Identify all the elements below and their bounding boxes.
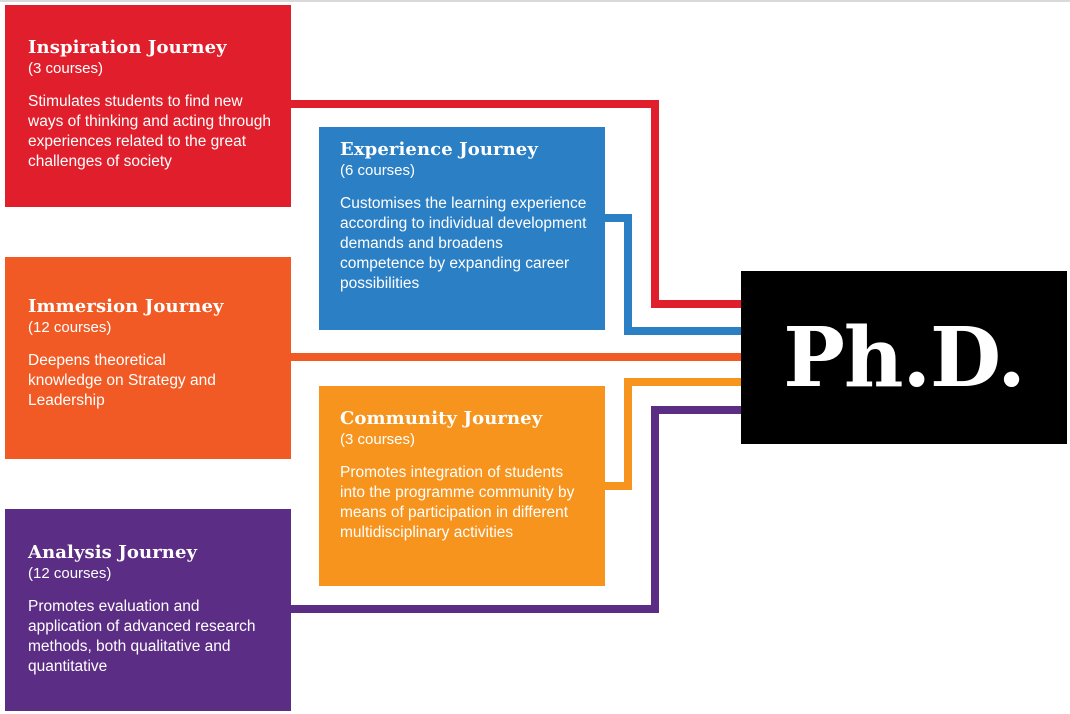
analysis-journey-box: Analysis Journey (12 courses) Promotes e… xyxy=(5,509,291,711)
top-divider xyxy=(0,0,1070,2)
analysis-journey-count: (12 courses) xyxy=(28,565,112,582)
community-journey-description: Promotes integration of students into th… xyxy=(340,464,575,541)
immersion-journey-count: (12 courses) xyxy=(28,319,112,336)
connector-inspiration xyxy=(291,100,741,308)
experience-journey-box: Experience Journey (6 courses) Customise… xyxy=(319,127,605,330)
connector-community xyxy=(605,378,741,490)
inspiration-journey-count: (3 courses) xyxy=(28,60,104,77)
community-journey-count: (3 courses) xyxy=(340,431,416,448)
analysis-journey-title: Analysis Journey xyxy=(28,542,198,563)
community-journey-box: Community Journey (3 courses) Promotes i… xyxy=(319,386,605,586)
immersion-journey-description: Deepens theoretical knowledge on Strateg… xyxy=(28,352,216,409)
analysis-journey-description: Promotes evaluation and application of a… xyxy=(28,598,256,675)
experience-journey-count: (6 courses) xyxy=(340,162,416,179)
phd-label: Ph.D. xyxy=(783,309,1026,406)
connector-experience xyxy=(605,214,741,335)
inspiration-journey-title: Inspiration Journey xyxy=(28,37,227,58)
inspiration-journey-description: Stimulates students to find new ways of … xyxy=(28,93,271,170)
inspiration-journey-box: Inspiration Journey (3 courses) Stimulat… xyxy=(5,5,291,207)
connector-analysis xyxy=(291,406,741,613)
immersion-journey-box: Immersion Journey (12 courses) Deepens t… xyxy=(5,257,291,459)
experience-journey-description: Customises the learning experience accor… xyxy=(340,195,587,292)
phd-box: Ph.D. xyxy=(741,271,1067,444)
immersion-journey-title: Immersion Journey xyxy=(28,296,224,317)
experience-journey-title: Experience Journey xyxy=(340,139,538,160)
community-journey-title: Community Journey xyxy=(340,408,543,429)
